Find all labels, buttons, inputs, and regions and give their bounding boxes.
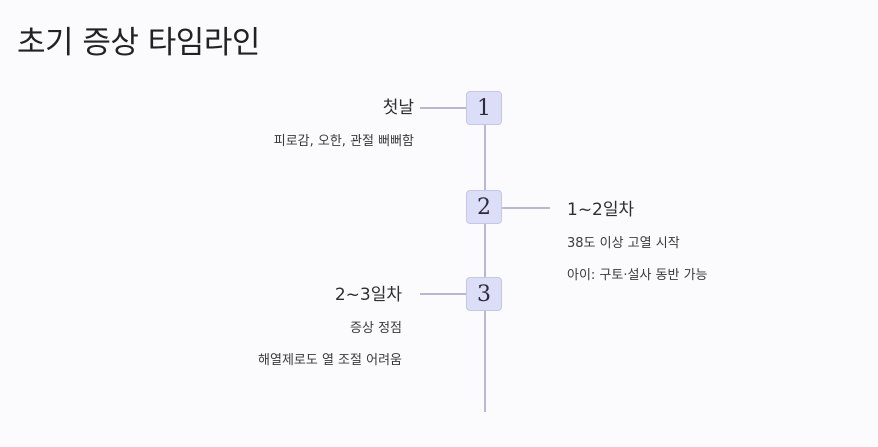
connector-1 [420, 107, 467, 109]
event-3: 2~3일차 증상 정점 해열제로도 열 조절 어려움 [258, 284, 402, 370]
step-marker-1: 1 [466, 91, 502, 125]
timeline-axis [484, 108, 486, 412]
event-1: 첫날 피로감, 오한, 관절 뻐뻐함 [274, 97, 414, 151]
event-1-description-1: 피로감, 오한, 관절 뻐뻐함 [273, 134, 414, 149]
page-title: 초기 증상 타임라인 [17, 25, 260, 61]
step-marker-2: 2 [466, 190, 502, 224]
event-2-title: 1~2일차 [567, 200, 635, 220]
step-marker-3: 3 [466, 277, 502, 311]
connector-2 [502, 207, 550, 209]
event-1-title: 첫날 [382, 98, 414, 118]
connector-3 [420, 293, 467, 295]
event-2-description-1: 38도 이상 고열 시작 [567, 236, 680, 251]
event-3-title: 2~3일차 [334, 285, 402, 305]
event-2: 1~2일차 38도 이상 고열 시작 아이: 구토·설사 동반 가능 [567, 199, 708, 285]
event-3-description-1: 증상 정점 [350, 321, 402, 336]
event-2-description-2: 아이: 구토·설사 동반 가능 [567, 268, 708, 283]
event-3-description-2: 해열제로도 열 조절 어려움 [258, 353, 402, 368]
